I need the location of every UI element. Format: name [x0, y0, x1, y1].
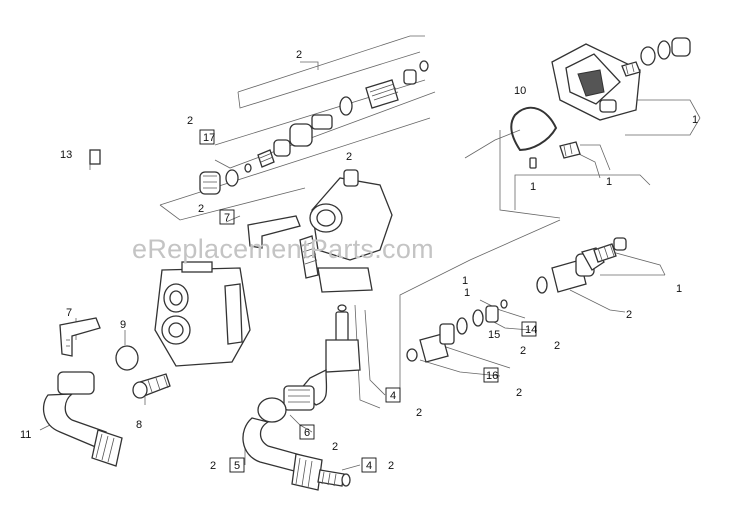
- callout-label: 2: [520, 345, 526, 357]
- callout-label: 4: [366, 460, 372, 472]
- callout-label: 2: [516, 387, 522, 399]
- callout-label: 9: [120, 319, 126, 331]
- part-injector-group: [283, 304, 361, 411]
- callout-label: 1: [462, 275, 468, 287]
- callout-label: 2: [346, 151, 352, 163]
- part-11-elbow-connector: [42, 371, 123, 467]
- part-8-bolt: [132, 373, 171, 399]
- valve-insert-group: [199, 60, 429, 195]
- callout-label: 2: [416, 407, 422, 419]
- callout-label: 2: [198, 203, 204, 215]
- callout-label: 7: [66, 307, 72, 319]
- callout-label: 2: [187, 115, 193, 127]
- callout-label: 17: [203, 132, 215, 144]
- callout-label: 2: [554, 340, 560, 352]
- watermark-text: eReplacementParts.com: [132, 234, 434, 264]
- callout-boxes: [199, 129, 537, 473]
- callout-label: 2: [388, 460, 394, 472]
- part-13-bent-hose: [66, 57, 152, 201]
- part-left-housing: [154, 261, 251, 367]
- callout-label: 2: [210, 460, 216, 472]
- callout-label: 16: [486, 370, 498, 382]
- callout-label: 1: [692, 114, 698, 126]
- callout-label: 1: [530, 181, 536, 193]
- part-7-retaining-clip: [247, 215, 301, 249]
- callout-label: 2: [296, 49, 302, 61]
- part-5-elbow-hose: [242, 397, 351, 491]
- callout-label: 14: [525, 324, 537, 336]
- part-1-pump-head: [551, 37, 691, 159]
- callout-label: 1: [606, 176, 612, 188]
- callout-label: 6: [304, 427, 310, 439]
- callout-label: 10: [514, 85, 526, 97]
- callout-label: 7: [224, 212, 230, 224]
- callout-label: 11: [20, 429, 31, 441]
- part-7-left-clip: [59, 317, 101, 357]
- part-valve-body: [299, 169, 393, 293]
- callout-label: 4: [390, 390, 396, 402]
- callout-label: 2: [332, 441, 338, 453]
- callout-labels: 2 2 17 13 2 2 7 10 1 1 1 1 2 1 1 14 2 15…: [20, 49, 698, 472]
- callout-label: 2: [626, 309, 632, 321]
- callout-label: 1: [464, 287, 470, 299]
- callout-label: 1: [676, 283, 682, 295]
- part-10-triangular-gasket: [510, 106, 558, 169]
- callout-label: 15: [488, 329, 500, 341]
- callout-label: 5: [234, 460, 240, 472]
- callout-label: 8: [136, 419, 142, 431]
- callout-label: 13: [60, 149, 72, 161]
- part-9-o-ring: [115, 345, 139, 371]
- part-right-plug-group: [536, 237, 627, 294]
- part-14-15-16-valve-set: [406, 299, 508, 363]
